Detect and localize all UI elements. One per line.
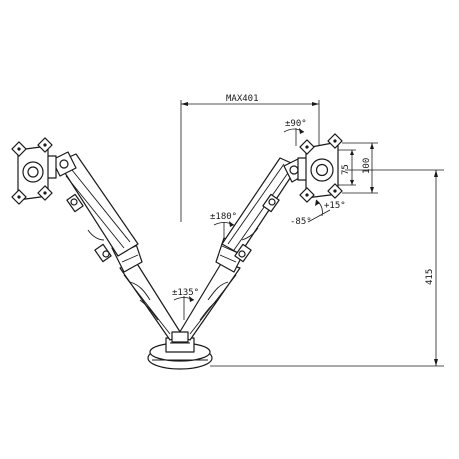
forearm-swivel-indicator: ±180° [210, 212, 237, 240]
left-tilt-head [45, 151, 77, 179]
vesa-75-label: 75 [341, 164, 351, 175]
total-height-label: 415 [425, 269, 435, 285]
left-vesa-plate [11, 137, 53, 205]
max-reach-dimension: MAX401 [180, 94, 320, 222]
vesa-100-label: 100 [362, 158, 372, 174]
desk-clamp-base [147, 337, 213, 370]
right-vesa-plate [299, 133, 343, 203]
base-swivel-indicator: ±135° [172, 288, 199, 320]
tilt-label: ±90° [285, 119, 307, 129]
forearm-swivel-label: ±180° [210, 212, 237, 222]
tilt-rotation-indicator: ±90° [283, 119, 307, 146]
tilt-down-label: -85° [290, 217, 312, 227]
right-tilt-head [283, 157, 309, 183]
right-upper-arm [221, 157, 299, 263]
vesa-dimension: 100 75 [334, 142, 378, 194]
lower-arms [119, 261, 241, 343]
tilt-up-label: +15° [324, 201, 346, 211]
tilt-range-indicator: +15° -85° [290, 199, 346, 227]
base-swivel-label: ±135° [172, 288, 199, 298]
left-upper-arm [57, 153, 139, 263]
total-height-dimension: 415 [210, 169, 444, 367]
max-reach-label: MAX401 [226, 94, 259, 104]
